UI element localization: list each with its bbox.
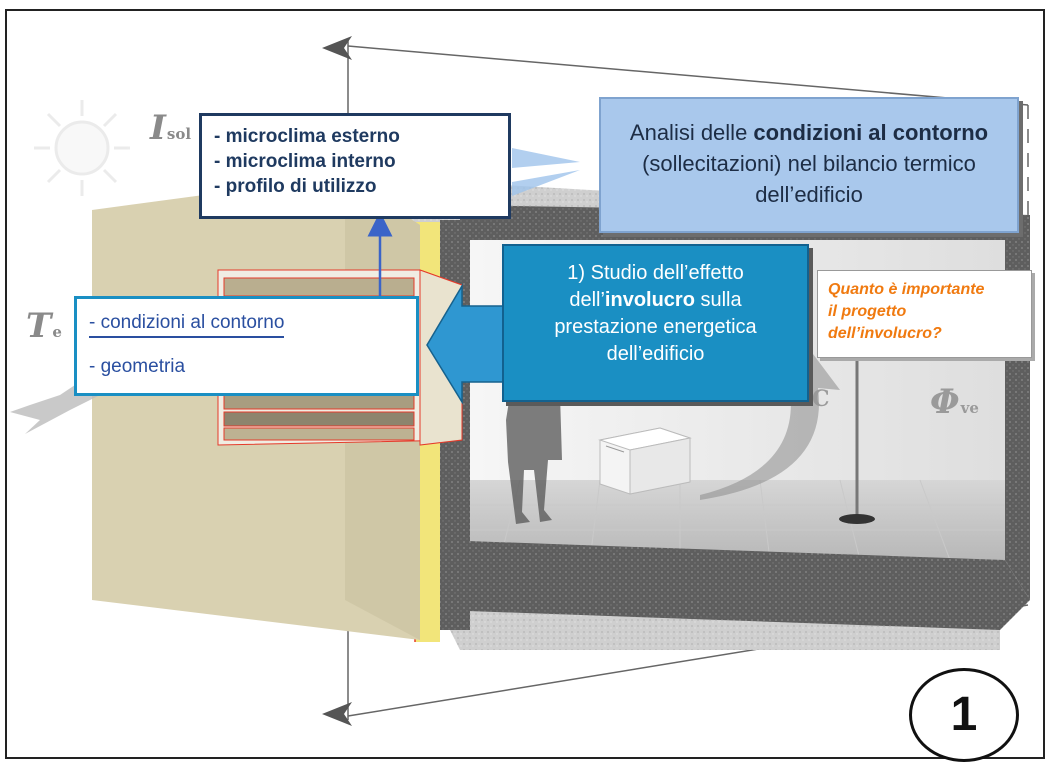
question-box: Quanto è importante il progetto dell’inv… [817, 270, 1032, 358]
question-line-3: dell’involucro? [828, 325, 942, 342]
big-left-arrow-icon [426, 283, 506, 405]
fan-coil-unit [598, 427, 692, 495]
question-line-1: Quanto è importante [828, 281, 985, 298]
question-line-2: il progetto [828, 303, 907, 320]
dimension-arrow-bottom-icon [322, 702, 352, 726]
floor-slab [430, 540, 1030, 630]
microclima-esterno-text: - microclima esterno [214, 126, 400, 147]
symbol-t-e: Te [26, 306, 62, 346]
floor-lamp [839, 330, 875, 524]
microclima-interno-text: - microclima interno [214, 151, 396, 172]
profilo-utilizzo-text: - profilo di utilizzo [214, 176, 377, 197]
geometria-item: - geometria [89, 356, 186, 377]
symbol-phi-ve: Φve [930, 382, 979, 422]
analisi-box: Analisi delle condizioni al contorno (so… [599, 97, 1019, 233]
number-badge: 1 [909, 668, 1019, 762]
dimension-arrow-top-icon [322, 36, 352, 60]
symbol-i-sol: Isol [150, 108, 192, 148]
slide-border [5, 9, 1045, 759]
sun-icon [34, 100, 130, 196]
studio-box: 1) Studio dell’effetto dell’involucro su… [502, 244, 809, 402]
microclima-box: - microclima esterno - microclima intern… [199, 113, 511, 219]
floor [470, 480, 1005, 560]
condizioni-item: - condizioni al contorno [89, 312, 285, 338]
solar-radiation-arrow-icon [512, 148, 580, 196]
condizioni-box: - condizioni al contorno - geometria [74, 296, 419, 396]
symbol-c: C [812, 386, 830, 412]
